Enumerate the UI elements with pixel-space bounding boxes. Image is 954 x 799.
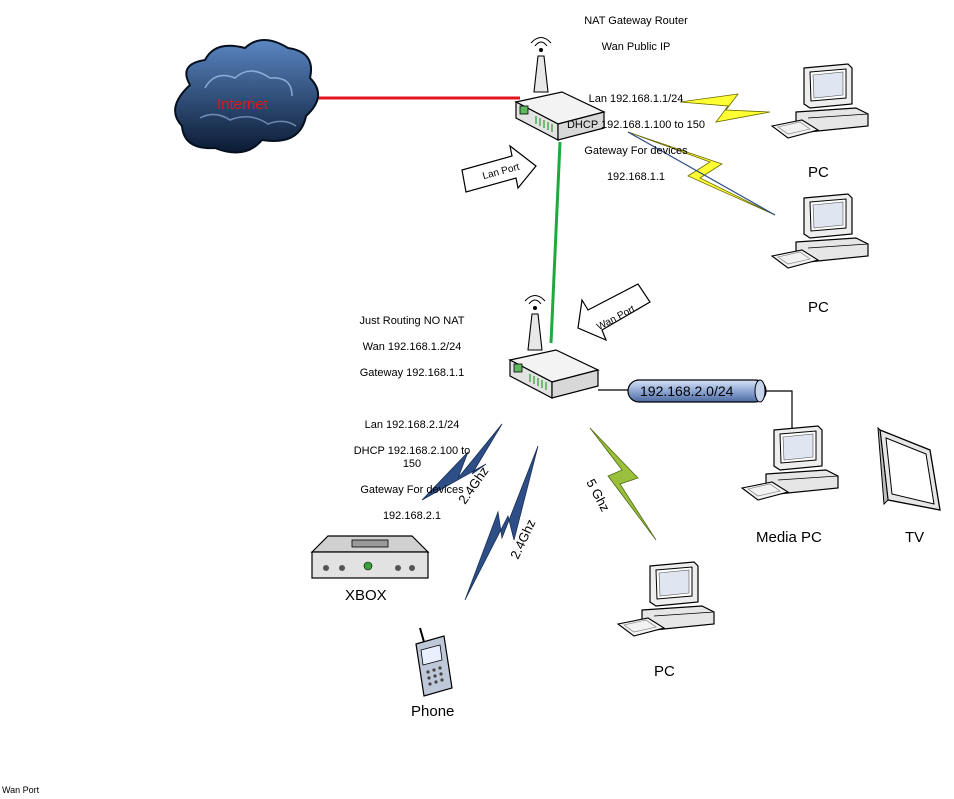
- tv-icon: [877, 426, 941, 511]
- wifi-bolt-pc-top: [679, 93, 771, 123]
- wifi-bolt-phone: [464, 445, 539, 601]
- router1-config-line-2: DHCP 192.168.1.100 to 150: [566, 119, 705, 131]
- router2-config-line-2: DHCP 192.168.2.100 to 150: [353, 445, 471, 470]
- lan-link: [549, 141, 562, 344]
- media-pc-icon: [741, 425, 839, 501]
- xbox-icon: [310, 535, 430, 579]
- media-pc-label: Media PC: [756, 529, 822, 546]
- cloud-icon: [174, 39, 319, 154]
- internet-label: Internet: [217, 96, 269, 113]
- router2-title-line-3: Gateway 192.168.1.1: [359, 367, 465, 379]
- wifi-bolt-pc-bottom: [589, 427, 657, 541]
- xbox-label: XBOX: [345, 587, 387, 604]
- router1-title-line-1: NAT Gateway Router: [584, 15, 688, 27]
- pc-link-freq: 5 Ghz: [583, 476, 613, 514]
- router2-config-line-3: Gateway For devices: [360, 484, 464, 496]
- router2-info: Just Routing NO NAT Wan 192.168.1.2/24 G…: [350, 302, 474, 536]
- router2-title-line-2: Wan 192.168.1.2/24: [362, 341, 462, 353]
- router1-config-line-1: Lan 192.168.1.1/24: [588, 93, 684, 105]
- lan-port-arrow: Lan Port: [461, 144, 537, 193]
- pc-mid-label: PC: [808, 299, 829, 316]
- phone-label: Phone: [411, 703, 454, 720]
- pc-top-icon: [771, 63, 869, 139]
- router1-config-line-4: 192.168.1.1: [606, 171, 666, 183]
- wan-port-arrow: Wan Port: [577, 283, 651, 342]
- router1-title-line-2: Wan Public IP: [601, 41, 671, 53]
- router2-title-line-1: Just Routing NO NAT: [359, 315, 465, 327]
- router1-info: NAT Gateway Router Wan Public IP Lan 192…: [566, 2, 706, 197]
- router1-config-line-3: Gateway For devices: [584, 145, 688, 157]
- pc-bottom-label: PC: [654, 663, 675, 680]
- router2-config-line-1: Lan 192.168.2.1/24: [364, 419, 460, 431]
- footer-note: Wan Port: [2, 785, 40, 795]
- pc-top-label: PC: [808, 164, 829, 181]
- tv-label: TV: [905, 529, 924, 546]
- pc-mid-icon: [771, 193, 869, 269]
- pc-bottom-icon: [617, 561, 715, 637]
- subnet-cylinder: [598, 379, 793, 432]
- router2-config-line-4: 192.168.2.1: [382, 510, 442, 522]
- wifi-bolt-xbox: [421, 423, 503, 501]
- phone-icon: [415, 627, 453, 697]
- subnet-label: 192.168.2.0/24: [640, 383, 734, 399]
